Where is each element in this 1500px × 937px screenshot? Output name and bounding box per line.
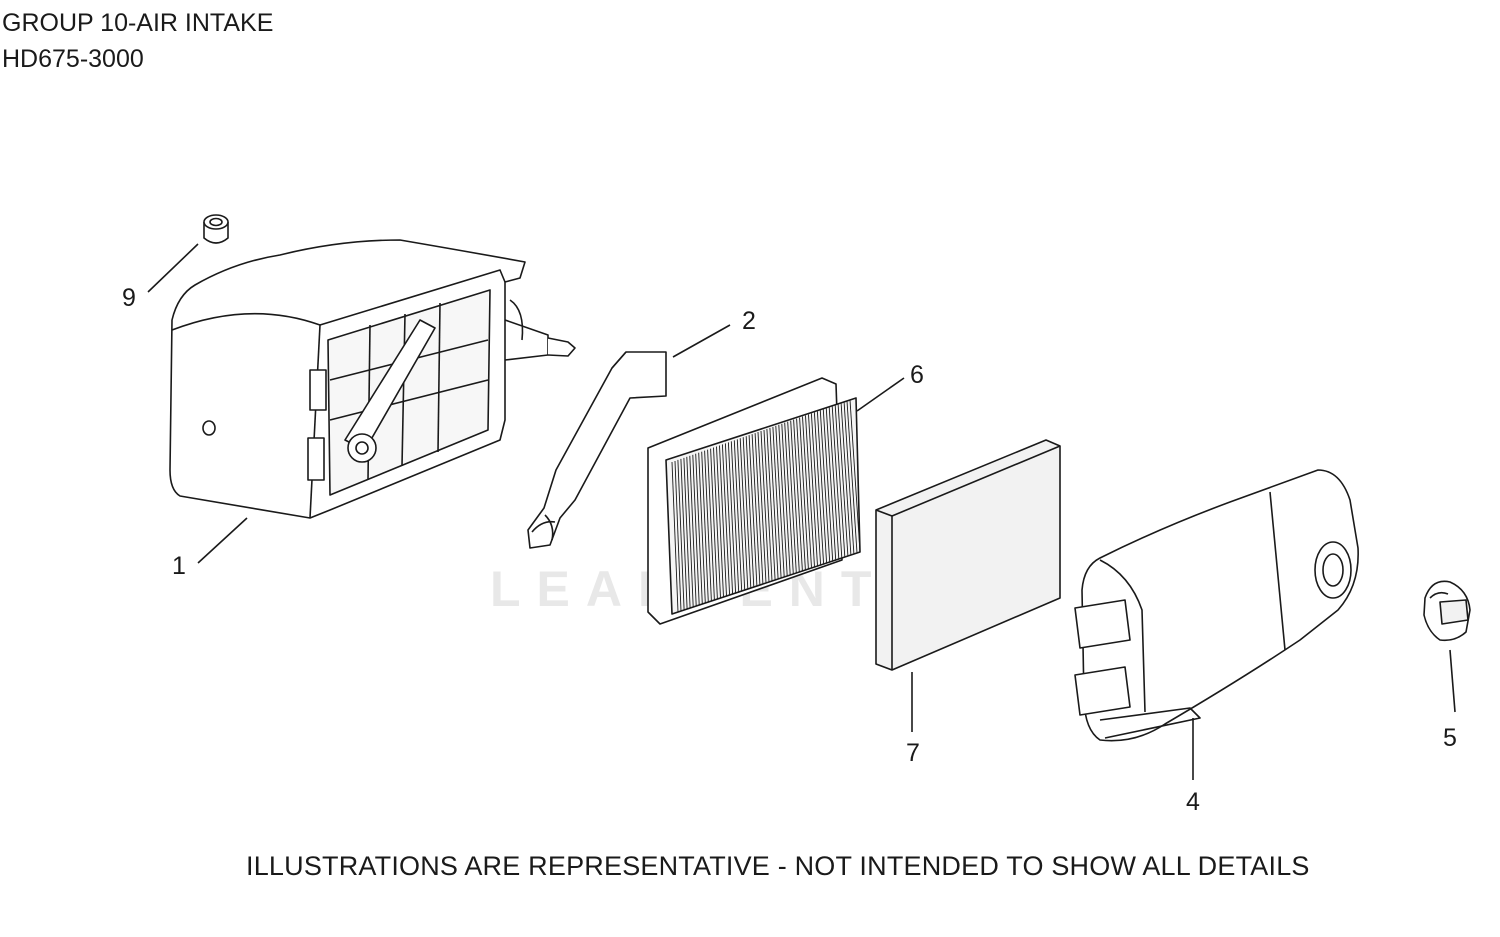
- filter-pleat: [751, 434, 761, 586]
- filter-pleat: [716, 446, 724, 598]
- callout-2: 2: [742, 307, 756, 335]
- filter-pleat: [727, 442, 737, 594]
- callout-9: 9: [122, 284, 136, 312]
- filter-pleat: [837, 404, 849, 557]
- filter-pleat: [754, 433, 764, 585]
- filter-pleat: [772, 426, 782, 579]
- part-6-pleated-filter: [647, 377, 861, 625]
- filter-pleat: [810, 413, 822, 566]
- filter-pleat: [763, 429, 773, 582]
- filter-pleat: [719, 445, 727, 597]
- filter-pleat: [742, 437, 752, 589]
- leader-line-1: [197, 517, 248, 564]
- filter-pleat: [843, 402, 855, 555]
- filter-pleat: [778, 424, 788, 577]
- filter-pleat: [790, 420, 800, 573]
- filter-pleat: [689, 455, 697, 607]
- leader-line-2: [672, 324, 731, 358]
- filter-pleat: [834, 405, 846, 558]
- filter-pleat: [813, 412, 825, 565]
- filter-pleat: [816, 411, 828, 564]
- filter-pleat: [695, 453, 703, 605]
- filter-pleat: [840, 403, 852, 556]
- filter-pleat: [736, 439, 746, 591]
- filter-pleat: [802, 416, 812, 569]
- part-5-knob: [1423, 580, 1471, 642]
- filter-pleat: [766, 428, 776, 581]
- part-2-bracket: [527, 351, 667, 549]
- part-7-foam-prefilter: [875, 439, 1061, 671]
- filter-pleat: [701, 451, 709, 603]
- filter-pleat: [683, 457, 691, 609]
- filter-pleat: [733, 440, 743, 592]
- filter-pleat: [781, 423, 791, 576]
- filter-pleat: [796, 418, 806, 571]
- leader-line-5: [1449, 649, 1456, 713]
- group-title: GROUP 10-AIR INTAKE: [2, 9, 274, 37]
- filter-pleat: [710, 448, 718, 600]
- filter-pleat: [805, 415, 815, 568]
- filter-pleat: [787, 421, 797, 574]
- filter-pleat: [846, 400, 858, 554]
- filter-pleat: [704, 450, 712, 602]
- filter-pleat: [739, 438, 749, 590]
- filter-pleat: [793, 419, 803, 572]
- part-4-cover: [1074, 469, 1359, 742]
- disclaimer-footer: ILLUSTRATIONS ARE REPRESENTATIVE - NOT I…: [246, 851, 1310, 881]
- callout-1: 1: [172, 552, 186, 580]
- filter-pleat: [686, 456, 694, 608]
- filter-pleat: [819, 410, 831, 563]
- leader-line-6: [856, 377, 905, 412]
- filter-pleat: [724, 443, 734, 595]
- filter-pleat: [692, 454, 700, 606]
- callout-7: 7: [906, 739, 920, 767]
- callout-6: 6: [910, 361, 924, 389]
- filter-pleat: [698, 452, 706, 604]
- callout-4: 4: [1186, 788, 1200, 816]
- filter-pleat: [721, 444, 731, 596]
- filter-pleat: [713, 447, 721, 599]
- filter-pleat: [671, 461, 679, 613]
- filter-pleat: [680, 458, 688, 610]
- filter-pleat: [707, 449, 715, 601]
- filter-pleat: [799, 417, 809, 570]
- part-1-air-cleaner-base: [169, 239, 576, 519]
- filter-pleat: [760, 430, 770, 583]
- filter-pleat: [730, 441, 740, 593]
- model-number: HD675-3000: [2, 45, 144, 73]
- filter-pleat: [757, 431, 767, 584]
- callout-5: 5: [1443, 724, 1457, 752]
- filter-pleat: [828, 407, 840, 560]
- filter-pleat: [769, 427, 779, 580]
- filter-pleat: [849, 399, 861, 553]
- filter-pleat: [808, 414, 818, 567]
- filter-pleat: [748, 435, 758, 587]
- leader-line-9: [147, 243, 199, 293]
- filter-pleat: [825, 408, 837, 561]
- filter-pleat: [784, 422, 794, 575]
- filter-pleat: [775, 425, 785, 578]
- filter-pleat: [674, 460, 682, 612]
- filter-pleat: [745, 436, 755, 588]
- filter-pleat: [677, 459, 685, 611]
- part-9-spacer: [203, 214, 229, 244]
- filter-pleat: [822, 409, 834, 562]
- filter-pleat: [831, 406, 843, 559]
